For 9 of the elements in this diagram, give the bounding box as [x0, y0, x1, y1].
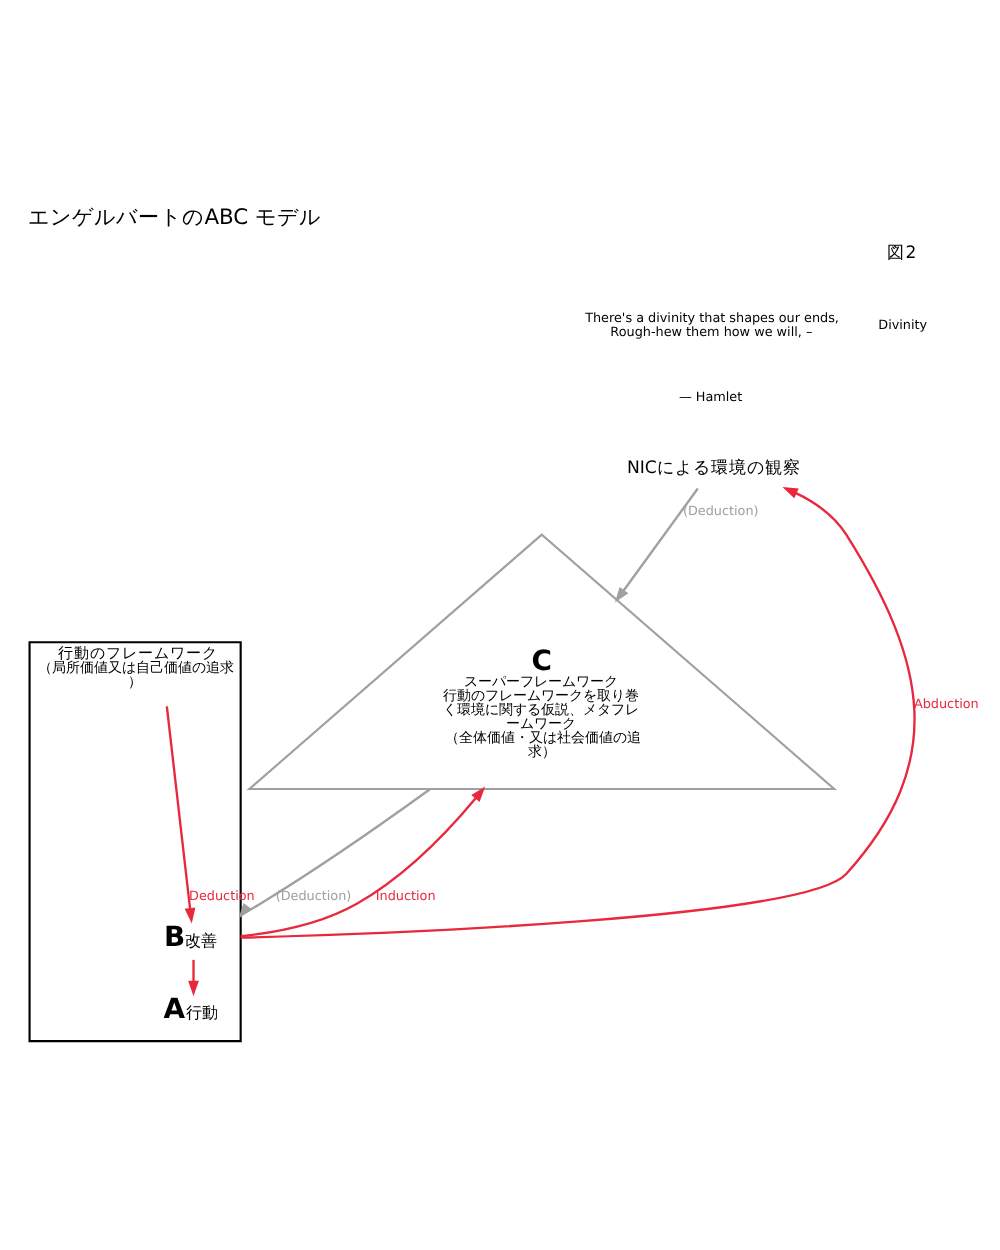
arrow — [614, 486, 699, 602]
arrow — [165, 705, 196, 923]
diagram-title: エンゲルバートのABC モデル — [28, 202, 322, 229]
node-text: NICによる環境の観察 — [626, 458, 801, 479]
label: 図2 — [887, 242, 917, 263]
arrow — [240, 785, 486, 937]
arrow — [238, 787, 431, 918]
arrow — [240, 486, 916, 938]
arrow — [188, 958, 199, 996]
